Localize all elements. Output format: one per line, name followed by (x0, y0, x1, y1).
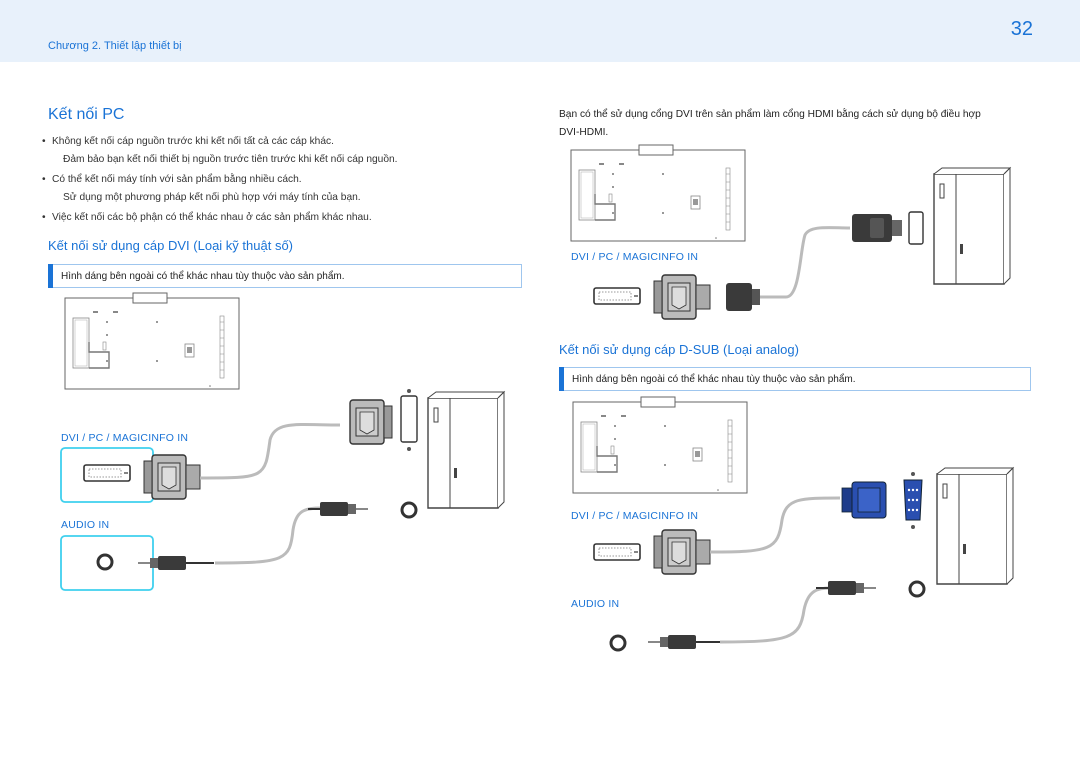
pc-audio-jack-icon (400, 501, 418, 519)
dvi-port-icon (593, 543, 641, 561)
audio-plug-icon (815, 580, 877, 596)
bullet-item: Không kết nối cáp nguồn trước khi kết nố… (42, 135, 334, 149)
monitor-illustration (570, 144, 746, 242)
audio-jack-icon (96, 553, 114, 571)
hdmi-paragraph-line: DVI-HDMI. (559, 127, 609, 138)
chapter-breadcrumb[interactable]: Chương 2. Thiết lập thiết bị (48, 40, 182, 52)
audio-jack-icon (609, 634, 627, 652)
dvi-plug-icon (143, 454, 201, 500)
dvi-port-icon (593, 287, 641, 305)
page-header (0, 0, 1080, 62)
hdmi-adapter-icon (726, 283, 786, 311)
hdmi-plug-icon (852, 214, 902, 242)
audio-port-label: AUDIO IN (61, 519, 110, 531)
dvi-port-icon (83, 464, 131, 482)
monitor-illustration (572, 396, 748, 494)
pc-hdmi-port-icon (908, 211, 924, 245)
audio-plug-icon (648, 635, 720, 649)
bullet-subtext: Đảm bảo bạn kết nối thiết bị nguồn trước… (63, 154, 398, 165)
pc-vga-port-icon (903, 479, 923, 521)
bullet-item: Có thể kết nối máy tính với sản phẩm bằn… (42, 173, 302, 187)
hdmi-dvi-port-label: DVI / PC / MAGICINFO IN (571, 251, 699, 263)
bullet-subtext: Sử dụng một phương pháp kết nối phù hợp … (63, 192, 361, 203)
dvi-note-box: Hình dáng bên ngoài có thể khác nhau tùy… (48, 264, 522, 288)
pc-audio-jack-icon (908, 580, 926, 598)
computer-illustration (936, 467, 1014, 585)
dsub-dvi-port-label: DVI / PC / MAGICINFO IN (571, 510, 699, 522)
dvi-port-label: DVI / PC / MAGICINFO IN (61, 432, 189, 444)
computer-illustration (427, 391, 505, 509)
dvi-plug-icon (653, 529, 711, 575)
pc-dvi-port-icon (400, 395, 418, 443)
audio-plug-icon (307, 501, 369, 517)
monitor-illustration (64, 292, 240, 390)
vga-plug-icon (841, 481, 887, 519)
note-accent-bar (48, 264, 53, 288)
hdmi-paragraph: Bạn có thể sử dụng cổng DVI trên sản phẩ… (559, 106, 981, 142)
dsub-note-box: Hình dáng bên ngoài có thể khác nhau tùy… (559, 367, 1031, 391)
section-title: Kết nối PC (48, 106, 125, 123)
dvi-heading: Kết nối sử dụng cáp DVI (Loại kỹ thuật s… (48, 238, 294, 253)
dsub-note-text: Hình dáng bên ngoài có thể khác nhau tùy… (572, 374, 856, 385)
computer-illustration (933, 167, 1011, 285)
page-number: 32 (1010, 18, 1033, 40)
hdmi-paragraph-line: Bạn có thể sử dụng cổng DVI trên sản phẩ… (559, 109, 981, 120)
note-accent-bar (559, 367, 564, 391)
dsub-heading: Kết nối sử dụng cáp D-SUB (Loại analog) (559, 342, 799, 357)
dvi-note-text: Hình dáng bên ngoài có thể khác nhau tùy… (61, 271, 345, 282)
bullet-item: Việc kết nối các bộ phận có thể khác nha… (42, 211, 372, 225)
dsub-audio-port-label: AUDIO IN (571, 598, 620, 610)
dvi-plug-icon (653, 274, 711, 320)
